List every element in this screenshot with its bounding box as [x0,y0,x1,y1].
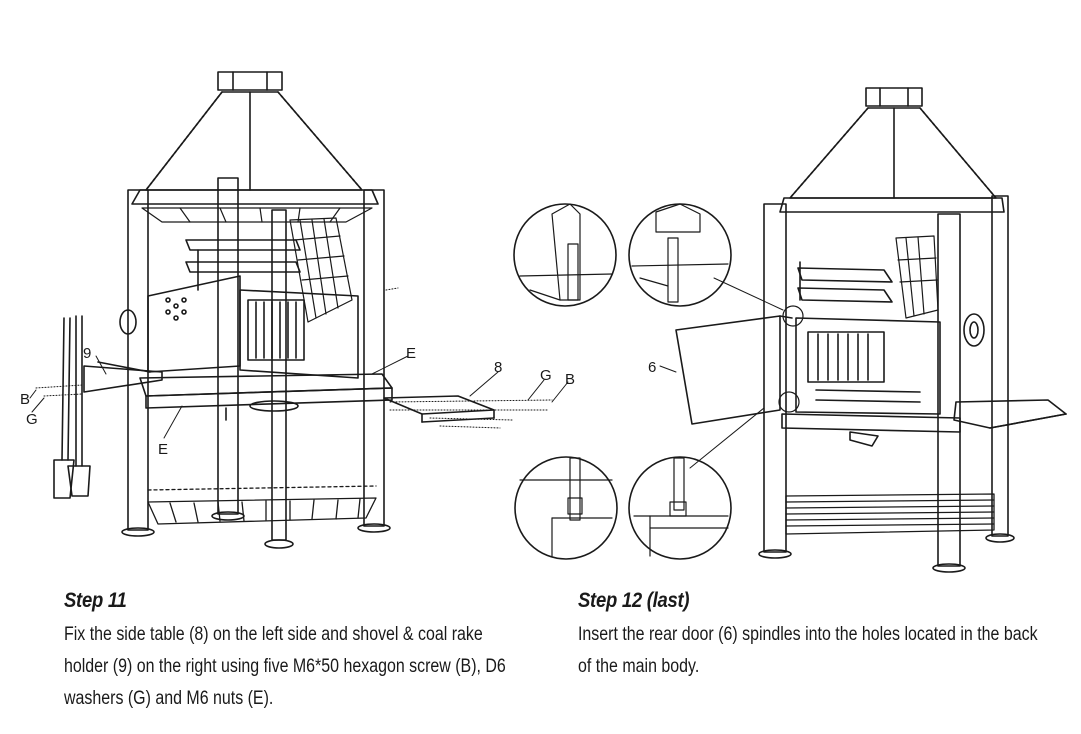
callout-9: 9 [83,345,91,362]
middle-deck [781,413,961,447]
step-11-line: Fix the side table (8) on the left side … [64,624,483,645]
step-12-instructions: Insert the rear door (6) spindles into t… [578,619,1048,683]
step-12-line: of the main body. [578,656,700,677]
detail-leader-top [713,277,784,311]
rear-door [675,315,793,425]
step11-bbq-diagram [29,71,569,549]
step12-bbq-diagram [659,87,1067,573]
step-11-title: Step 11 [64,589,127,612]
chimney [779,87,1005,213]
step-12-line: Insert the rear door (6) spindles into t… [578,624,1038,645]
callout-6: 6 [648,359,656,376]
posts [121,177,391,549]
posts [758,195,1015,573]
side-table [953,399,1067,429]
step-11-section: Step 11 Fix the side table (8) on the le… [64,589,624,715]
callout-b-left: B [20,391,30,408]
fastener-lines [35,287,553,429]
callout-b-right: B [565,371,575,388]
detail-circle-top-right [628,203,732,307]
side-table [383,395,495,423]
top-frame [141,207,373,223]
chimney [131,71,379,205]
step-11-line: holder (9) on the right using five M6*50… [64,656,506,677]
callout-g-right: G [540,367,552,384]
firebox [795,313,985,415]
callout-e-left: E [158,441,168,458]
bottom-shelf [147,485,377,525]
callout-8: 8 [494,359,502,376]
middle-deck [139,373,393,421]
detail-circle-bottom-right [628,456,732,560]
callout-e-mid: E [406,345,416,362]
bottom-shelf [785,493,995,535]
grill-shelves [797,261,893,303]
detail-leader-bottom [689,407,765,469]
shovel-and-rake [53,315,91,499]
step-12-title: Step 12 (last) [578,589,690,612]
step-12-section: Step 12 (last) Insert the rear door (6) … [578,589,1081,683]
callout-g-left: G [26,411,38,428]
step-11-line: washers (G) and M6 nuts (E). [64,688,274,709]
assembly-illustration: 9 B G E E 8 G B [20,71,1067,573]
shovel-rake-holder [83,361,163,393]
step-11-instructions: Fix the side table (8) on the left side … [64,619,534,715]
rear-grid [289,217,353,323]
detail-marker-bottom [778,391,800,413]
callout-leaders [29,355,569,439]
detail-circle-top-left [513,203,617,307]
rear-grid [895,235,939,319]
firebox [119,275,359,379]
grill-shelves [185,239,301,291]
detail-marker-top [782,305,804,327]
door-leader [659,365,677,373]
detail-circle-bottom-left [514,456,618,560]
